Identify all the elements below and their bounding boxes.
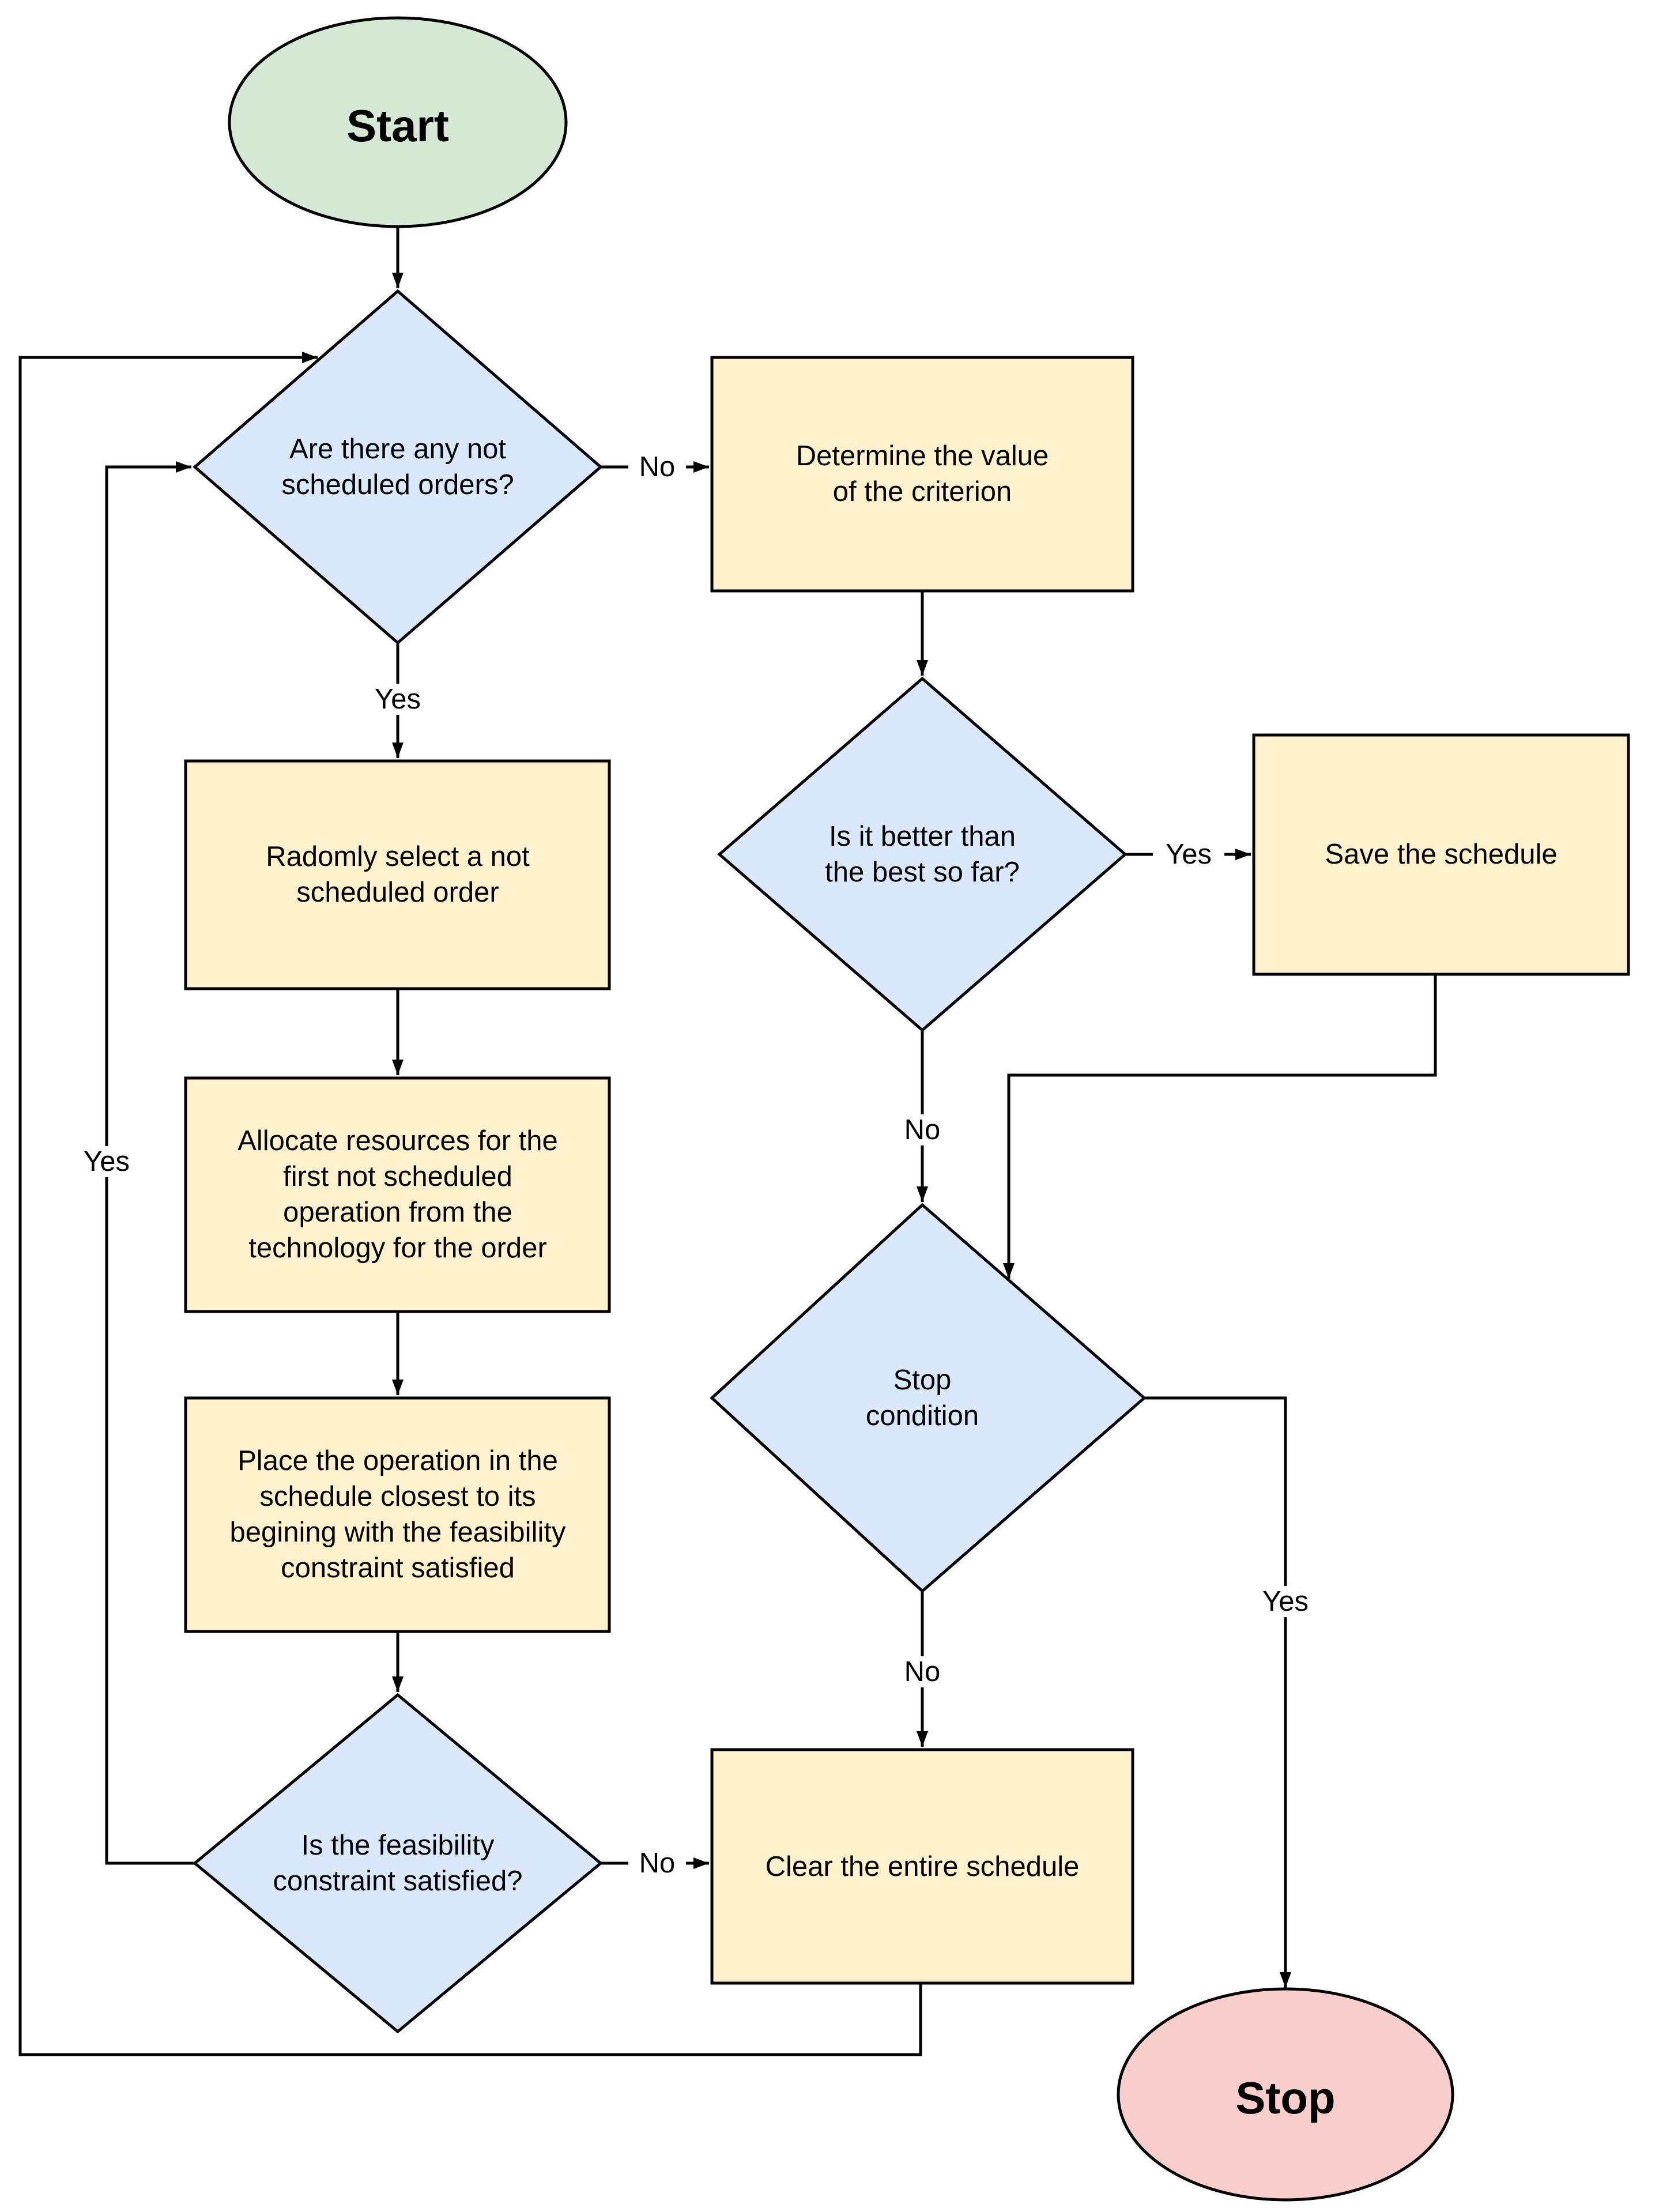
decision-text-line: Is the feasibility <box>301 1830 495 1861</box>
label-bg <box>893 1656 951 1687</box>
process-text-line: Clear the entire schedule <box>766 1851 1080 1882</box>
edge-label-yes: Yes <box>84 1146 130 1177</box>
process-text-line: schedule closest to its <box>259 1481 536 1512</box>
process-text-line: first not scheduled <box>283 1161 512 1192</box>
process-text-line: Allocate resources for the <box>237 1125 558 1156</box>
edge-label-yes: Yes <box>1166 839 1212 870</box>
edge-save-to-stopcond <box>1003 974 1437 1279</box>
process-text-line: of the criterion <box>833 476 1012 507</box>
process-text-line: Radomly select a not <box>266 841 530 872</box>
edge-label-yes: Yes <box>375 684 421 715</box>
decision-text-line: condition <box>866 1400 979 1431</box>
decision-text-line: scheduled orders? <box>281 469 514 500</box>
edge-label-no: No <box>639 1848 676 1879</box>
edge-labels: No Yes Yes No Yes No No Yes <box>71 451 1321 1879</box>
process-clear-schedule <box>710 1748 1134 1985</box>
label-bg <box>628 451 686 483</box>
decision-better-than-best <box>717 676 1128 1032</box>
decision-text-line: Stop <box>893 1365 952 1396</box>
nodes: Start Are there any not scheduled orders… <box>184 16 1630 2202</box>
label-bg <box>893 1114 951 1145</box>
decision-stop-condition <box>710 1203 1147 1593</box>
process-save-schedule <box>1252 733 1630 976</box>
start-node-label: Start <box>346 100 449 151</box>
process-allocate-resources <box>184 1076 611 1313</box>
process-text-line: operation from the <box>283 1197 512 1228</box>
label-bg <box>71 1146 142 1177</box>
edge-stopcond-to-stop <box>1144 1396 1291 1988</box>
process-text-line: technology for the order <box>248 1233 547 1264</box>
decision-text-line: constraint satisfied? <box>273 1866 522 1897</box>
edge-label-no: No <box>639 451 676 483</box>
process-text-line: Determine the value <box>796 440 1049 472</box>
edge-label-yes: Yes <box>1262 1586 1309 1617</box>
edge-label-no: No <box>904 1656 941 1687</box>
label-bg <box>362 684 433 715</box>
process-text-line: begining with the feasibility <box>230 1517 566 1548</box>
label-bg <box>628 1848 686 1879</box>
start-node <box>228 16 568 228</box>
label-bg <box>1250 1586 1321 1617</box>
process-place-operation <box>184 1396 611 1633</box>
label-bg <box>1153 839 1224 870</box>
decision-text-line: the best so far? <box>825 857 1020 888</box>
decision-any-not-scheduled-orders <box>193 289 603 645</box>
edge-label-no: No <box>904 1114 941 1145</box>
stop-node <box>1117 1987 1454 2202</box>
process-text-line: Save the schedule <box>1325 839 1557 870</box>
decision-text-line: Are there any not <box>289 434 506 465</box>
process-determine-value <box>710 356 1134 593</box>
edge-clear-feedback-to-any <box>18 352 922 2056</box>
decision-text-line: Is it better than <box>829 821 1016 852</box>
process-text-line: scheduled order <box>296 877 499 908</box>
stop-node-label: Stop <box>1235 2072 1335 2123</box>
decision-feasibility-satisfied <box>193 1693 603 2034</box>
process-text-line: Place the operation in the <box>237 1445 558 1476</box>
process-text-line: constraint satisfied <box>281 1552 515 1584</box>
process-randomly-select <box>184 759 611 990</box>
